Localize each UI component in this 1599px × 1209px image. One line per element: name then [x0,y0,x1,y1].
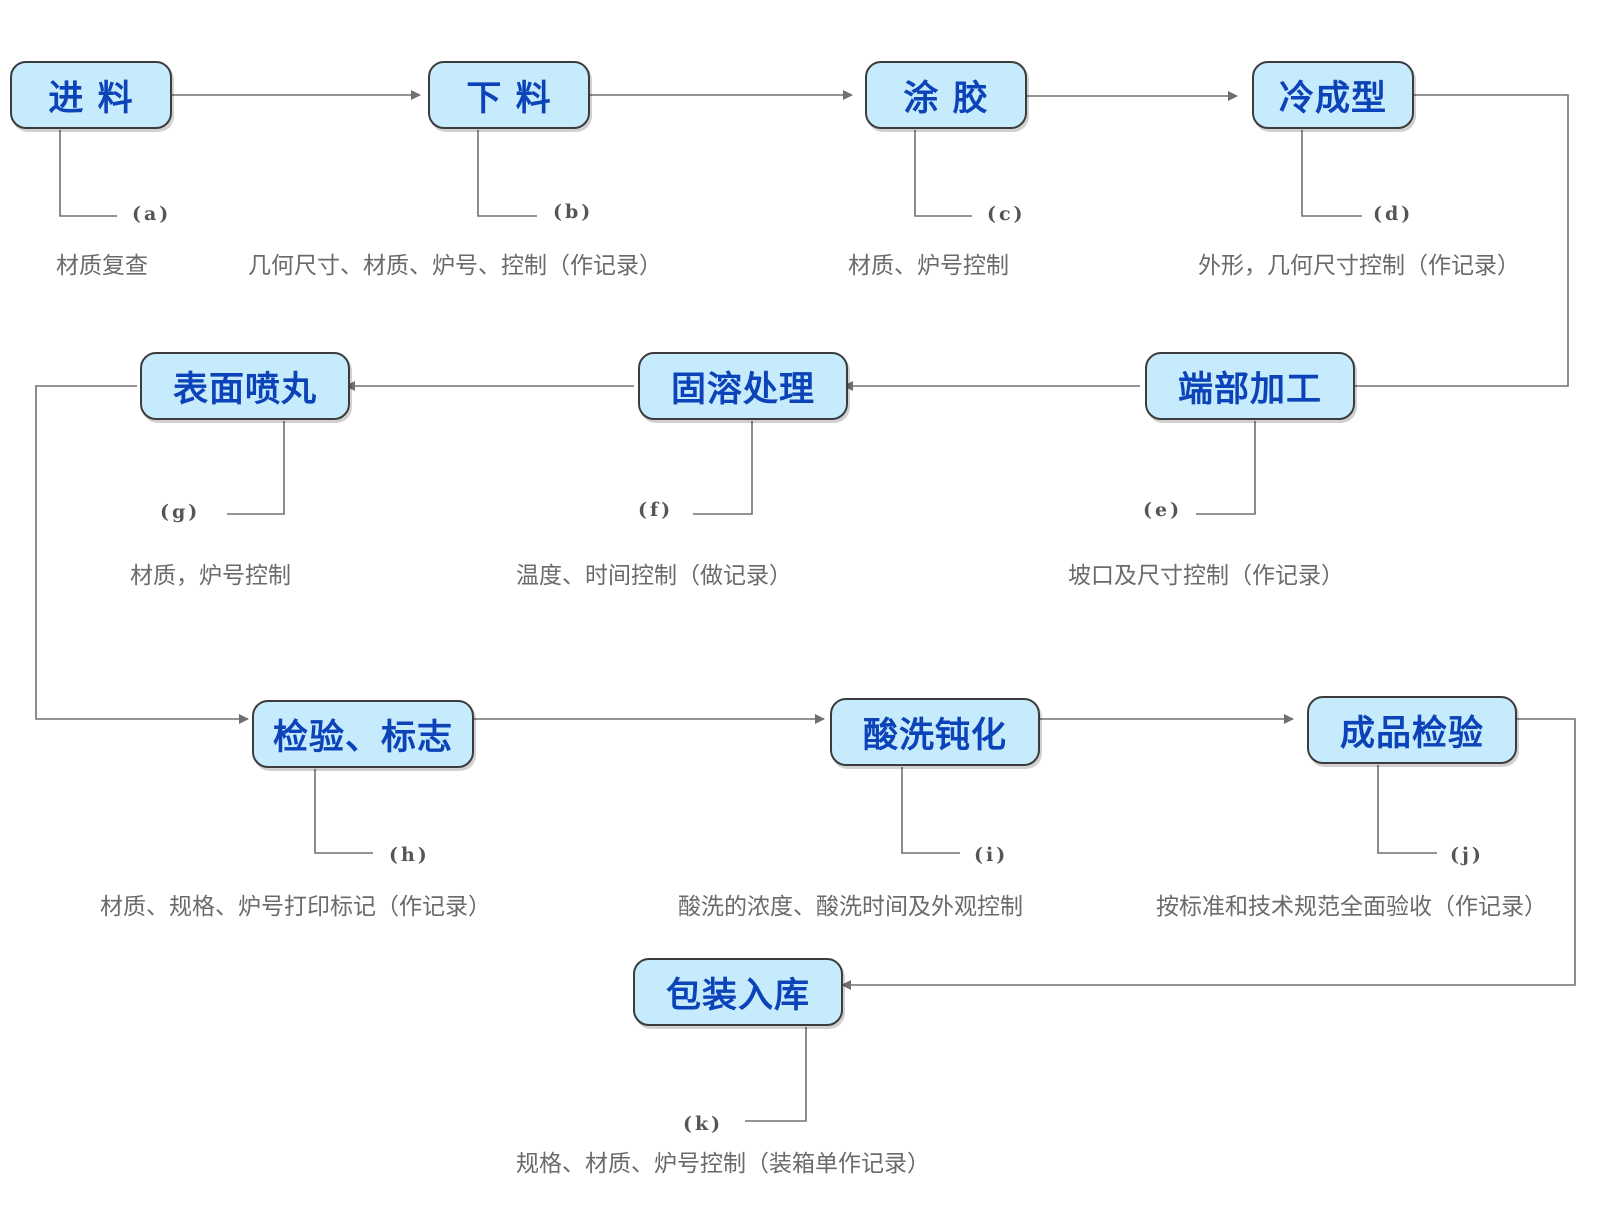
step-box-gurongchuli: 固溶处理 [638,352,848,420]
flow-arrow-d-e [1345,94,1569,391]
step-box-lengchengxing: 冷成型 [1252,61,1414,129]
step-note: 材质，炉号控制 [130,563,291,589]
step-label: 包装入库 [665,975,810,1016]
step-note: 坡口及尺寸控制（作记录） [1068,563,1344,589]
step-code: (g) [160,501,201,523]
step-note: 材质、炉号控制 [848,253,1009,279]
leader-c [914,130,972,217]
step-note: 外形，几何尺寸控制（作记录） [1198,253,1520,279]
step-code: (k) [683,1113,724,1135]
step-label: 涂 胶 [903,78,989,119]
step-code: (i) [974,844,1009,866]
flow-arrow-j-k [841,718,1576,990]
step-label: 固溶处理 [670,369,815,410]
flow-arrow-g-h [35,385,249,724]
leader-i [901,767,960,854]
step-note: 几何尺寸、材质、炉号、控制（作记录） [248,253,662,279]
step-code: (f) [638,499,674,521]
step-box-biaomianpenwan: 表面喷丸 [140,352,350,420]
step-box-xialiao: 下 料 [428,61,590,129]
step-note: 酸洗的浓度、酸洗时间及外观控制 [678,894,1023,920]
step-code: (h) [389,844,430,866]
step-note: 规格、材质、炉号控制（装箱单作记录） [516,1151,930,1177]
step-note: 按标准和技术规范全面验收（作记录） [1156,894,1547,920]
step-box-tujiao: 涂 胶 [865,61,1027,129]
step-code: (d) [1373,203,1414,225]
step-code: (j) [1450,844,1484,866]
step-code: (a) [132,203,172,225]
step-code: (b) [553,201,594,223]
step-label: 检验、标志 [272,717,453,758]
step-label: 进 料 [48,78,134,119]
step-label: 酸洗钝化 [862,715,1007,756]
leader-h [314,769,373,854]
step-label: 冷成型 [1278,78,1387,119]
step-code: (c) [987,203,1026,225]
step-label: 表面喷丸 [172,369,317,410]
leader-k [745,1027,807,1122]
step-box-duanbujiagong: 端部加工 [1145,352,1355,420]
step-note: 温度、时间控制（做记录） [516,563,792,589]
leader-g [227,421,285,515]
step-note: 材质复查 [56,253,148,279]
step-box-chengpinjianyan: 成品检验 [1307,696,1517,764]
leader-f [693,421,753,515]
step-code: (e) [1143,499,1183,521]
step-box-jinliao: 进 料 [10,61,172,129]
leader-b [477,130,537,217]
step-note: 材质、规格、炉号打印标记（作记录） [100,894,491,920]
leader-j [1377,765,1437,854]
step-label: 成品检验 [1339,713,1484,754]
step-label: 下 料 [466,78,552,119]
leader-d [1301,130,1362,217]
leader-e [1196,421,1256,515]
leader-a [59,130,117,217]
step-label: 端部加工 [1177,369,1322,410]
step-box-jianyanbiaozhi: 检验、标志 [252,700,474,768]
step-box-suanxidunhua: 酸洗钝化 [830,698,1040,766]
step-box-baozhuangruku: 包装入库 [633,958,843,1026]
